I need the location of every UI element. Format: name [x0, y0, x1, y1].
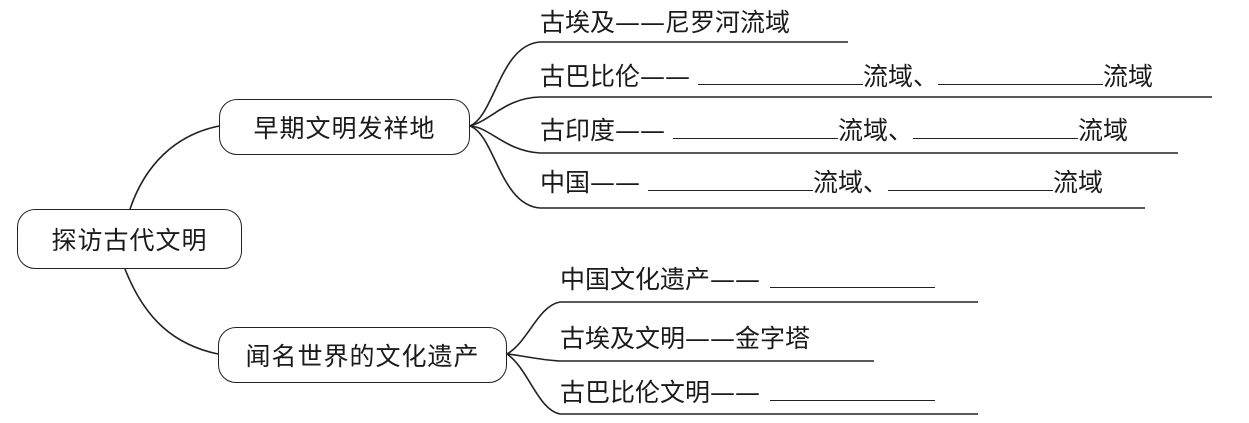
- leaf-babylon-origin: 古巴比伦—— 流域、 流域: [540, 62, 1153, 92]
- connector-b-leaf-3: [506, 353, 561, 415]
- leaf-prefix: 古巴比伦文明——: [560, 378, 761, 407]
- leaf-india-origin: 古印度—— 流域、 流域: [540, 116, 1128, 146]
- root-node-label: 探访古代文明: [51, 226, 208, 255]
- connector-a-leaf-2: [469, 96, 541, 127]
- answer-blank: [888, 169, 1054, 191]
- answer-blank: [913, 117, 1079, 139]
- leaf-mid-text: 流域、: [813, 168, 889, 197]
- branch-node-world-heritage: 闻名世界的文化遗产: [218, 327, 507, 383]
- root-node: 探访古代文明: [17, 209, 242, 269]
- connector-b-leaf-1: [506, 301, 561, 355]
- answer-blank: [698, 63, 864, 85]
- leaf-babylon-heritage: 古巴比伦文明——: [560, 378, 936, 408]
- connector-root-branch-a: [129, 125, 220, 210]
- leaf-china-origin: 中国—— 流域、 流域: [540, 168, 1103, 198]
- answer-blank: [938, 63, 1104, 85]
- leaf-prefix: 古印度——: [540, 116, 666, 145]
- leaf-mid-text: 流域、: [838, 116, 914, 145]
- answer-blank: [770, 379, 936, 401]
- answer-blank: [648, 169, 814, 191]
- answer-blank: [673, 117, 839, 139]
- branch-node-label: 闻名世界的文化遗产: [245, 342, 480, 371]
- leaf-suffix: 流域: [1078, 116, 1129, 145]
- leaf-text: 古埃及——尼罗河流域: [540, 8, 791, 37]
- leaf-egypt-origin: 古埃及——尼罗河流域: [540, 8, 790, 38]
- answer-blank: [770, 266, 936, 288]
- leaf-text: 古埃及文明——金字塔: [560, 324, 811, 353]
- branch-node-early-civilizations: 早期文明发祥地: [219, 99, 470, 155]
- leaf-china-heritage: 中国文化遗产——: [560, 265, 936, 295]
- connector-b-leaf-2: [506, 353, 561, 362]
- connector-root-branch-b: [124, 268, 219, 355]
- branch-node-label: 早期文明发祥地: [253, 114, 436, 143]
- leaf-prefix: 古巴比伦——: [540, 62, 691, 91]
- leaf-prefix: 中国文化遗产——: [560, 265, 761, 294]
- connector-a-leaf-3: [469, 125, 541, 154]
- leaf-mid-text: 流域、: [863, 62, 939, 91]
- connector-a-leaf-1: [469, 41, 541, 127]
- leaf-suffix: 流域: [1103, 62, 1154, 91]
- leaf-suffix: 流域: [1053, 168, 1104, 197]
- connector-a-leaf-4: [469, 125, 541, 209]
- leaf-prefix: 中国——: [540, 168, 641, 197]
- leaf-egypt-heritage: 古埃及文明——金字塔: [560, 324, 810, 354]
